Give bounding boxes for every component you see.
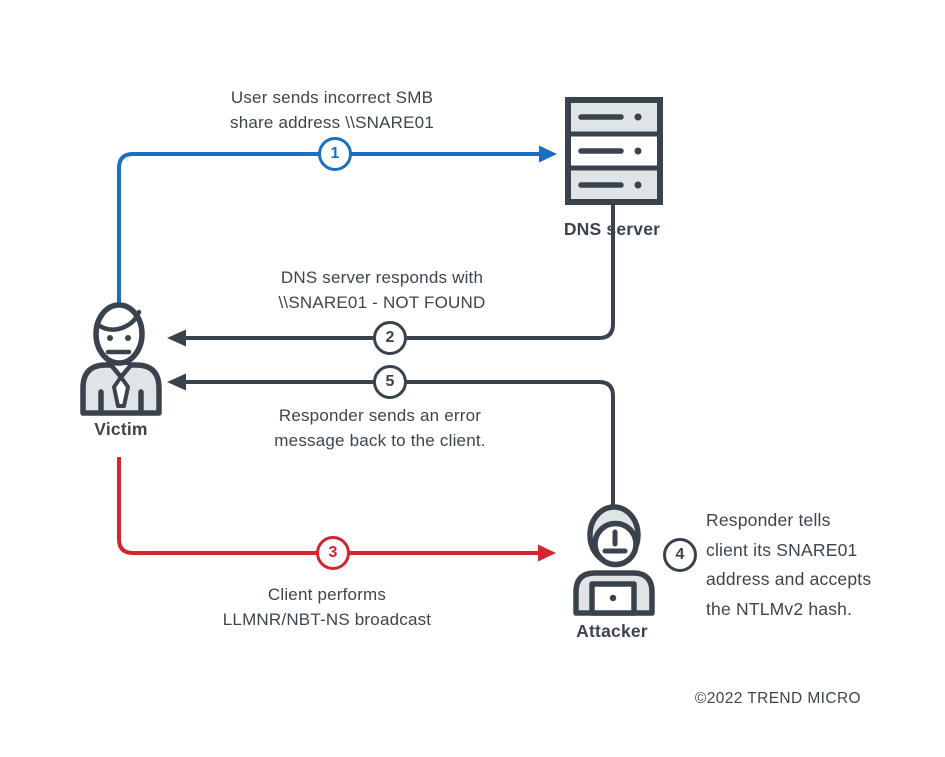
step2-caption-line2: \\SNARE01 - NOT FOUND <box>278 293 486 312</box>
dns-server-label: DNS server <box>563 219 661 239</box>
step3-caption-line1: Client performs <box>267 585 387 604</box>
step4-number: 4 <box>675 546 685 563</box>
dns-server-icon <box>565 97 663 205</box>
step5-arrow <box>167 373 615 506</box>
attacker-person-icon <box>573 504 655 616</box>
arrowhead-left-icon <box>167 373 186 391</box>
step4-caption-line3: address and accepts <box>706 569 872 589</box>
step4-caption-line2: client its SNARE01 <box>706 539 858 560</box>
step4-badge: 4 <box>663 538 697 572</box>
copyright-text: ©2022 TREND MICRO <box>694 690 861 707</box>
step5-caption: Responder sends an error message back to… <box>274 403 485 453</box>
step2-caption: DNS server responds with \\SNARE01 - NOT… <box>279 265 486 315</box>
step3-caption-line2: LLMNR/NBT-NS broadcast <box>222 610 432 629</box>
victim-label: Victim <box>94 419 148 439</box>
step4-caption-line1: Responder tells <box>706 510 831 530</box>
step1-caption-line1: User sends incorrect SMB <box>230 88 434 107</box>
step1-badge: 1 <box>318 137 352 171</box>
step1-caption: User sends incorrect SMB share address \… <box>230 85 434 135</box>
step3-number: 3 <box>328 544 338 561</box>
step3-arrow <box>117 457 556 562</box>
step4-caption: Responder tells client its SNARE01 addre… <box>706 506 871 624</box>
step2-arrow <box>167 203 615 347</box>
step5-caption-line1: Responder sends an error <box>278 406 482 425</box>
arrowhead-left-icon <box>167 329 186 347</box>
step1-arrow <box>117 145 557 305</box>
step2-badge: 2 <box>373 321 407 355</box>
step5-number: 5 <box>385 373 395 390</box>
attacker-label: Attacker <box>576 621 648 641</box>
step5-badge: 5 <box>373 365 407 399</box>
victim-person-icon <box>80 302 162 416</box>
step3-badge: 3 <box>316 536 350 570</box>
step2-number: 2 <box>385 329 395 346</box>
step1-caption-line2: share address \\SNARE01 <box>230 113 434 132</box>
step3-caption: Client performs LLMNR/NBT-NS broadcast <box>223 582 431 632</box>
step2-caption-line1: DNS server responds with <box>280 268 484 287</box>
step1-number: 1 <box>330 145 340 162</box>
arrowhead-right-icon <box>539 145 557 163</box>
step4-caption-line4: the NTLMv2 hash. <box>706 598 853 619</box>
arrowhead-right-icon <box>538 544 556 562</box>
step5-caption-line2: message back to the client. <box>274 431 486 450</box>
